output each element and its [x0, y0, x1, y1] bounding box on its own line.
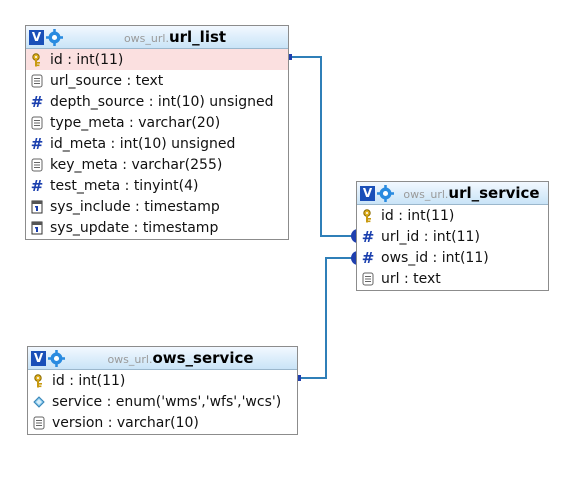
column-label: version : varchar(10) — [52, 414, 199, 431]
text-field-icon — [361, 272, 375, 286]
numeric-field-icon: # — [361, 248, 375, 267]
primary-key-icon — [32, 373, 46, 388]
gear-icon[interactable] — [48, 349, 65, 367]
view-toggle-icon[interactable]: V — [360, 185, 375, 201]
column-row[interactable]: key_meta : varchar(255) — [26, 154, 288, 175]
column-row[interactable]: # depth_source : int(10) unsigned — [26, 91, 288, 112]
column-label: depth_source : int(10) unsigned — [50, 93, 274, 110]
column-label: id : int(11) — [52, 372, 126, 389]
link-url-id — [289, 56, 354, 237]
column-row[interactable]: # ows_id : int(11) — [357, 247, 548, 268]
database-prefix: ows_url. — [107, 353, 153, 366]
column-row[interactable]: version : varchar(10) — [28, 412, 297, 433]
table-title: ows_url.ows_service — [28, 347, 297, 369]
primary-key-icon — [30, 52, 44, 67]
table-header[interactable]: V ows_url.ows_service — [28, 347, 297, 370]
table-name: ows_service — [152, 349, 254, 367]
table-title: ows_url.url_list — [26, 26, 288, 48]
text-field-icon — [30, 74, 44, 88]
column-row[interactable]: id : int(11) — [357, 205, 548, 226]
view-toggle-icon[interactable]: V — [29, 29, 44, 45]
link-url-id-start-dot — [287, 54, 292, 60]
column-row[interactable]: url : text — [357, 268, 548, 289]
gear-icon[interactable] — [377, 184, 394, 202]
column-row[interactable]: id : int(11) — [26, 49, 288, 70]
table-name: url_service — [448, 184, 540, 202]
database-prefix: ows_url. — [403, 188, 449, 201]
primary-key-icon — [361, 208, 375, 223]
column-row[interactable]: id : int(11) — [28, 370, 297, 391]
column-label: test_meta : tinyint(4) — [50, 177, 199, 194]
numeric-field-icon: # — [30, 92, 44, 111]
table-title: ows_url.url_service — [357, 182, 548, 204]
table-url-service[interactable]: V ows_url.url_service id : int(11) # url_i… — [356, 181, 549, 291]
column-row[interactable]: url_source : text — [26, 70, 288, 91]
numeric-field-icon: # — [30, 176, 44, 195]
numeric-field-icon: # — [361, 227, 375, 246]
numeric-field-icon: # — [30, 134, 44, 153]
column-label: service : enum('wms','wfs','wcs') — [52, 393, 282, 410]
column-row[interactable]: # url_id : int(11) — [357, 226, 548, 247]
table-ows-service[interactable]: V ows_url.ows_service id : int(11) servic… — [27, 346, 298, 435]
column-row[interactable]: sys_update : timestamp — [26, 217, 288, 238]
table-header[interactable]: V ows_url.url_service — [357, 182, 548, 205]
column-list: id : int(11) url_source : text # depth_sour… — [26, 49, 288, 238]
column-list: id : int(11) service : enum('wms','wfs','… — [28, 370, 297, 433]
database-prefix: ows_url. — [123, 32, 169, 45]
column-row[interactable]: # id_meta : int(10) unsigned — [26, 133, 288, 154]
timestamp-field-icon — [30, 200, 44, 214]
column-label: type_meta : varchar(20) — [50, 114, 221, 131]
enum-field-icon — [32, 395, 46, 409]
link-ows-id-start-dot — [296, 375, 301, 381]
view-toggle-icon[interactable]: V — [31, 350, 46, 366]
column-row[interactable]: service : enum('wms','wfs','wcs') — [28, 391, 297, 412]
column-label: id : int(11) — [381, 207, 455, 224]
column-label: sys_update : timestamp — [50, 219, 219, 236]
column-label: id_meta : int(10) unsigned — [50, 135, 236, 152]
table-url-list[interactable]: V ows_url.url_list id : int(11) url_sourc… — [25, 25, 289, 240]
link-ows-id — [298, 257, 354, 379]
column-label: key_meta : varchar(255) — [50, 156, 223, 173]
column-row[interactable]: sys_include : timestamp — [26, 196, 288, 217]
column-label: ows_id : int(11) — [381, 249, 489, 266]
text-field-icon — [30, 116, 44, 130]
column-label: id : int(11) — [50, 51, 124, 68]
column-label: url_source : text — [50, 72, 164, 89]
column-label: url_id : int(11) — [381, 228, 480, 245]
text-field-icon — [30, 158, 44, 172]
column-label: sys_include : timestamp — [50, 198, 220, 215]
text-field-icon — [32, 416, 46, 430]
column-row[interactable]: # test_meta : tinyint(4) — [26, 175, 288, 196]
table-name: url_list — [168, 28, 227, 46]
column-row[interactable]: type_meta : varchar(20) — [26, 112, 288, 133]
column-label: url : text — [381, 270, 441, 287]
column-list: id : int(11) # url_id : int(11) # ows_id : i… — [357, 205, 548, 289]
gear-icon[interactable] — [46, 28, 63, 46]
timestamp-field-icon — [30, 221, 44, 235]
table-header[interactable]: V ows_url.url_list — [26, 26, 288, 49]
